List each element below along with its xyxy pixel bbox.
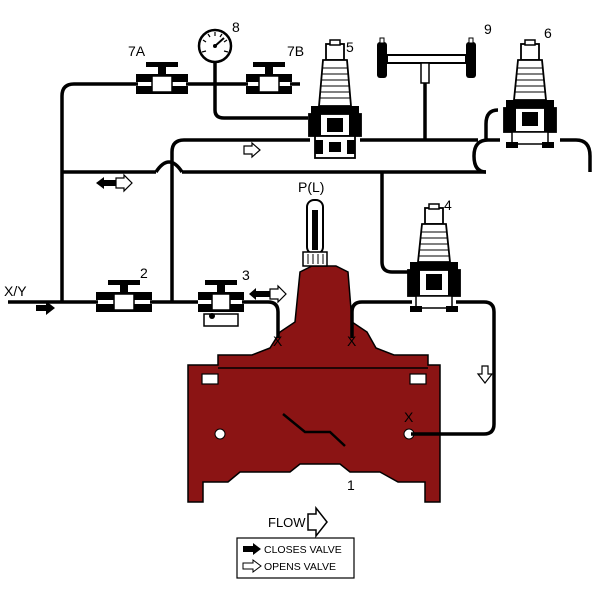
opening-arrow-down-icon — [476, 365, 494, 384]
flow-indicator: FLOW — [268, 505, 328, 539]
indicator-base — [302, 251, 328, 267]
isolation-valve-7b[interactable] — [246, 62, 292, 94]
left-flange-notch-top — [201, 373, 219, 385]
right-flange-notch-top — [409, 373, 427, 385]
piping — [8, 62, 592, 436]
pipe-4-to-outlet — [411, 300, 496, 436]
riser-from-3 — [170, 138, 310, 302]
position-indicator — [302, 199, 328, 267]
main-valve-body — [187, 265, 441, 503]
label-component-1: 1 — [347, 477, 355, 493]
riser-to-4 — [380, 172, 410, 274]
pilot-valve-4[interactable] — [407, 203, 461, 312]
pressure-gauge-icon — [197, 28, 233, 64]
label-component-9: 9 — [484, 21, 492, 37]
crossover-hump — [154, 160, 184, 174]
label-component-4: 4 — [444, 197, 452, 213]
component-9 — [377, 37, 476, 84]
label-component-5: 5 — [346, 39, 354, 55]
opening-arrow-icon — [243, 141, 261, 159]
port-marker-left: X — [273, 333, 283, 349]
port-marker-right: X — [347, 333, 357, 349]
label-component-6: 6 — [544, 25, 552, 41]
legend-opens-valve: OPENS VALVE — [264, 561, 336, 573]
indicator-stem — [312, 210, 318, 250]
isolation-valve-2[interactable] — [96, 280, 152, 312]
flow-label: FLOW — [268, 515, 306, 530]
legend-closing-arrow-icon — [243, 543, 261, 555]
legend: CLOSES VALVE OPENS VALVE — [236, 537, 355, 579]
pipe-3-to-bonnet — [242, 300, 280, 338]
left-riser — [60, 82, 138, 302]
valve-seat-line — [282, 413, 346, 447]
label-component-7b: 7B — [287, 43, 304, 59]
pilot-valve-6[interactable] — [503, 39, 557, 148]
label-component-3: 3 — [242, 267, 250, 283]
closing-arrow-icon — [36, 301, 55, 315]
flow-control-valve-3[interactable] — [198, 280, 244, 327]
label-component-7a: 7A — [128, 43, 146, 59]
legend-opening-arrow-icon — [242, 559, 262, 573]
flow-arrow-icon — [307, 505, 328, 539]
pilot-6-loop — [472, 108, 592, 174]
label-component-2: 2 — [140, 265, 148, 281]
label-position-indicator: P(L) — [298, 179, 324, 195]
isolation-valve-7a[interactable] — [136, 62, 188, 94]
bolt-hole-left — [214, 428, 226, 440]
valve-body-shape — [187, 265, 441, 503]
double-arrow-icon — [249, 284, 287, 304]
pilot-valve-5[interactable] — [308, 39, 362, 159]
pipe-4-to-bonnet — [350, 300, 412, 338]
gauge-line — [213, 62, 308, 120]
legend-closes-valve: CLOSES VALVE — [264, 544, 342, 556]
legend-box — [236, 537, 355, 579]
label-component-8: 8 — [232, 19, 240, 35]
port-marker-outlet: X — [404, 409, 414, 425]
double-arrow-icon-mid — [96, 173, 133, 193]
label-inlet: X/Y — [4, 283, 27, 299]
